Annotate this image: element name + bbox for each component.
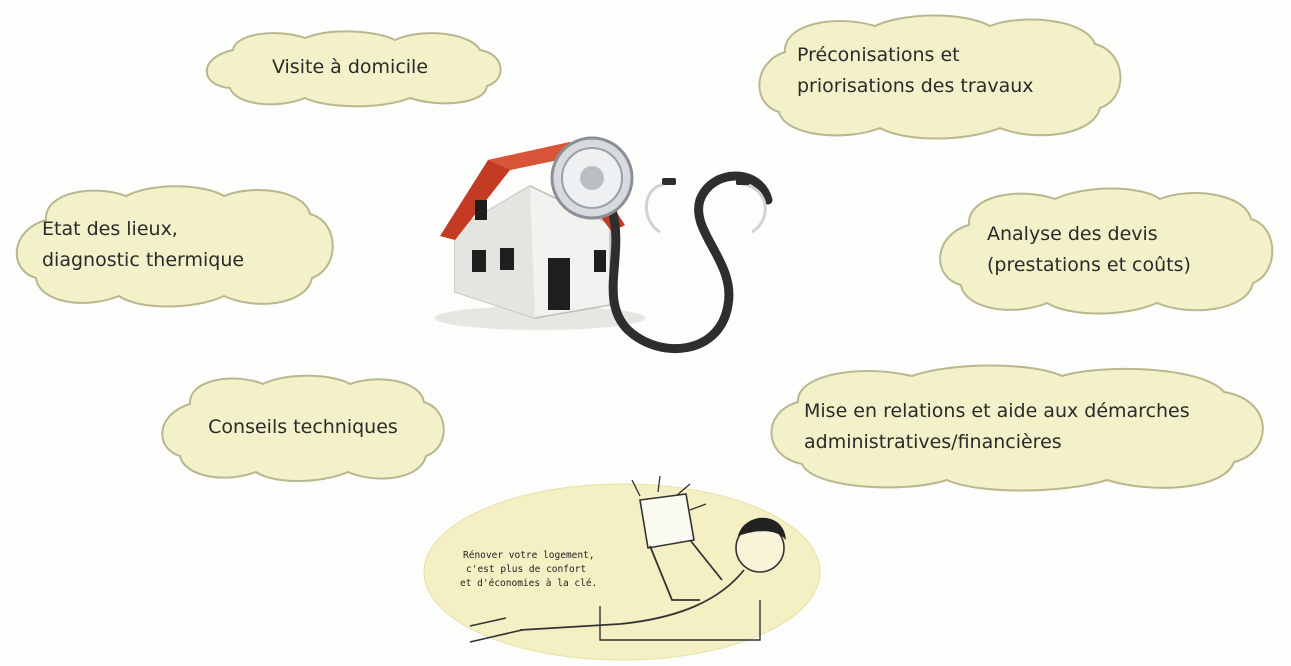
reading-caption-line: c'est plus de confort xyxy=(466,564,586,575)
cloud-shape xyxy=(770,364,1264,492)
cloud-inventory: Etat des lieux, diagnostic thermique xyxy=(14,182,336,308)
reading-medallion xyxy=(423,483,821,661)
cloud-advice-line: Conseils techniques xyxy=(208,415,398,438)
cloud-inventory-line-2: diagnostic thermique xyxy=(42,249,245,271)
stethoscope-earpiece xyxy=(644,182,666,234)
cloud-recommendations: Préconisations et priorisations des trav… xyxy=(755,12,1130,140)
roof-ridge xyxy=(488,142,570,170)
house-door xyxy=(548,258,570,310)
stethoscope-tube xyxy=(607,171,773,354)
house-window xyxy=(594,250,606,272)
cloud-quotes-line-1: Analyse des devis xyxy=(987,223,1158,245)
cloud-quotes-line-2: (prestations et coûts) xyxy=(987,254,1191,276)
house-window xyxy=(472,250,486,272)
stethoscope-center xyxy=(580,166,604,190)
reading-chair xyxy=(599,600,761,641)
reading-caption: Rénover votre logement, c'est plus de co… xyxy=(460,550,597,589)
stethoscope-tip xyxy=(736,178,750,185)
cloud-quotes: Analyse des devis (prestations et coûts) xyxy=(935,185,1277,315)
reading-hair xyxy=(738,517,786,540)
reading-legs xyxy=(469,617,523,643)
reading-body xyxy=(519,569,745,631)
cloud-shape xyxy=(15,185,334,308)
reading-caption-line: et d'économies à la clé. xyxy=(460,578,597,589)
cloud-recommendations-line-1: Préconisations et xyxy=(797,44,960,66)
stethoscope-tip xyxy=(662,178,676,185)
cloud-shape xyxy=(939,187,1274,315)
cloud-shape xyxy=(161,374,445,482)
cloud-relations-line-1: Mise en relations et aide aux démarches xyxy=(804,400,1190,422)
cloud-visit-line: Visite à domicile xyxy=(271,55,429,78)
cloud-advice: Conseils techniques xyxy=(158,372,448,482)
cloud-relations: Mise en relations et aide aux démarches … xyxy=(762,362,1280,492)
sparkle-lines xyxy=(631,475,707,511)
cloud-inventory-line-1: Etat des lieux, xyxy=(42,218,178,240)
house-shadow xyxy=(435,306,645,330)
cloud-relations-line-2: administratives/financières xyxy=(804,431,1062,453)
cloud-visit: Visite à domicile xyxy=(195,28,505,108)
house-window xyxy=(500,248,514,270)
reading-caption-line: Rénover votre logement, xyxy=(463,550,595,561)
stethoscope-earpiece xyxy=(741,182,767,234)
reading-arm xyxy=(649,545,700,601)
cloud-shape xyxy=(758,14,1122,140)
cloud-shape xyxy=(205,30,502,108)
reading-paper xyxy=(639,493,695,549)
reading-arm xyxy=(689,539,723,581)
house-window xyxy=(475,200,487,220)
cloud-recommendations-line-2: priorisations des travaux xyxy=(797,75,1034,97)
